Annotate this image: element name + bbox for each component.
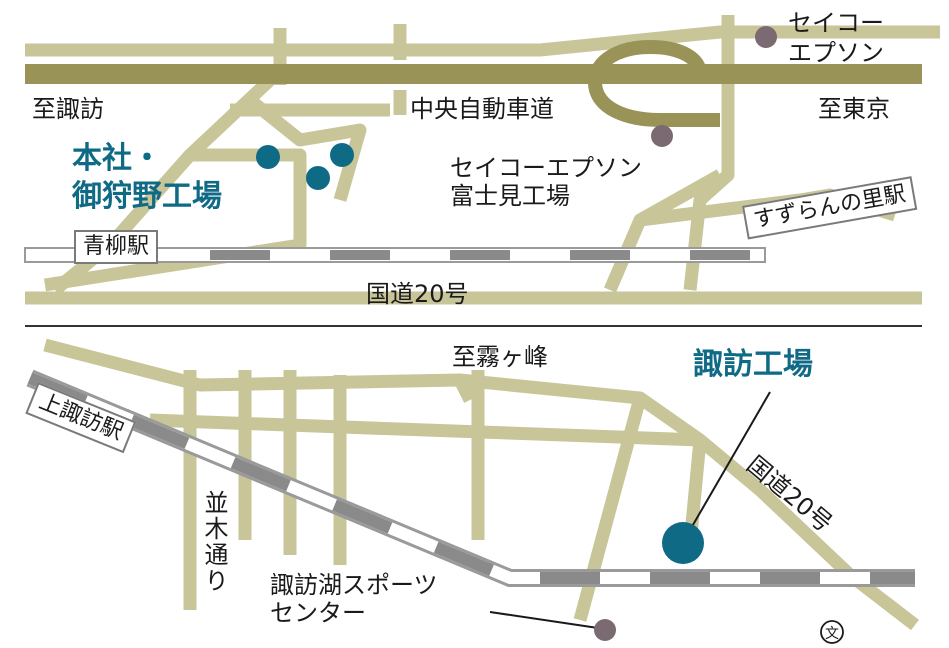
hq-dot-3 xyxy=(306,166,330,190)
top-roads xyxy=(25,15,940,305)
facility-dot-icon xyxy=(662,522,704,564)
hq-dot-1 xyxy=(256,145,280,169)
location-dot-icon xyxy=(651,125,673,147)
hq-label-line2: 御狩野工場 xyxy=(72,178,222,214)
poi-label-line2: エプソン xyxy=(788,39,884,67)
plant-label-line1: セイコーエプソン xyxy=(450,154,642,182)
plant-label-line2: 富士見工場 xyxy=(450,181,570,210)
street-label: 並木通り xyxy=(200,490,228,594)
plant-label: セイコーエプソン 富士見工場 xyxy=(450,154,642,210)
road-horizontal-upper xyxy=(149,413,701,447)
expressway-label: 中央自動車道 xyxy=(410,95,554,123)
poi-label-epson: セイコー エプソン xyxy=(788,8,884,68)
bottom-railway xyxy=(26,369,915,587)
road-hq-branch xyxy=(245,94,367,202)
hq-label-line1: 本社・ xyxy=(72,141,162,176)
road-hq-lower xyxy=(43,148,307,292)
poi-label-line1: セイコー xyxy=(788,9,884,37)
toward-tokyo-label: 至東京 xyxy=(818,95,890,123)
top-railway xyxy=(24,247,766,263)
school-symbol: 文 xyxy=(825,626,839,642)
route20-label-top: 国道20号 xyxy=(366,280,469,308)
pointer-line-poi xyxy=(489,611,599,629)
factory-label: 諏訪工場 xyxy=(693,347,813,382)
road-right-vertical xyxy=(683,15,735,291)
top-expressway xyxy=(25,39,922,127)
poi-sports-line1: 諏訪湖スポーツ xyxy=(270,571,438,599)
road-diagonal-left xyxy=(50,75,275,296)
toward-kirigamine-label: 至霧ヶ峰 xyxy=(452,343,548,371)
station-aoyagi: 青柳駅 xyxy=(74,230,159,265)
road-diag-right xyxy=(454,377,476,403)
expressway-interchange xyxy=(587,39,720,127)
school-icon: 文 xyxy=(820,620,844,644)
pointer-line-factory xyxy=(689,391,771,531)
toward-suwa-label: 至諏訪 xyxy=(32,95,104,123)
location-dot-icon xyxy=(755,26,777,48)
hq-dot-2 xyxy=(330,143,354,167)
poi-sports-line2: センター xyxy=(270,598,366,627)
hq-label: 本社・ 御狩野工場 xyxy=(72,140,222,215)
poi-label-sports: 諏訪湖スポーツ センター xyxy=(270,571,438,627)
location-dot-icon xyxy=(594,619,616,641)
